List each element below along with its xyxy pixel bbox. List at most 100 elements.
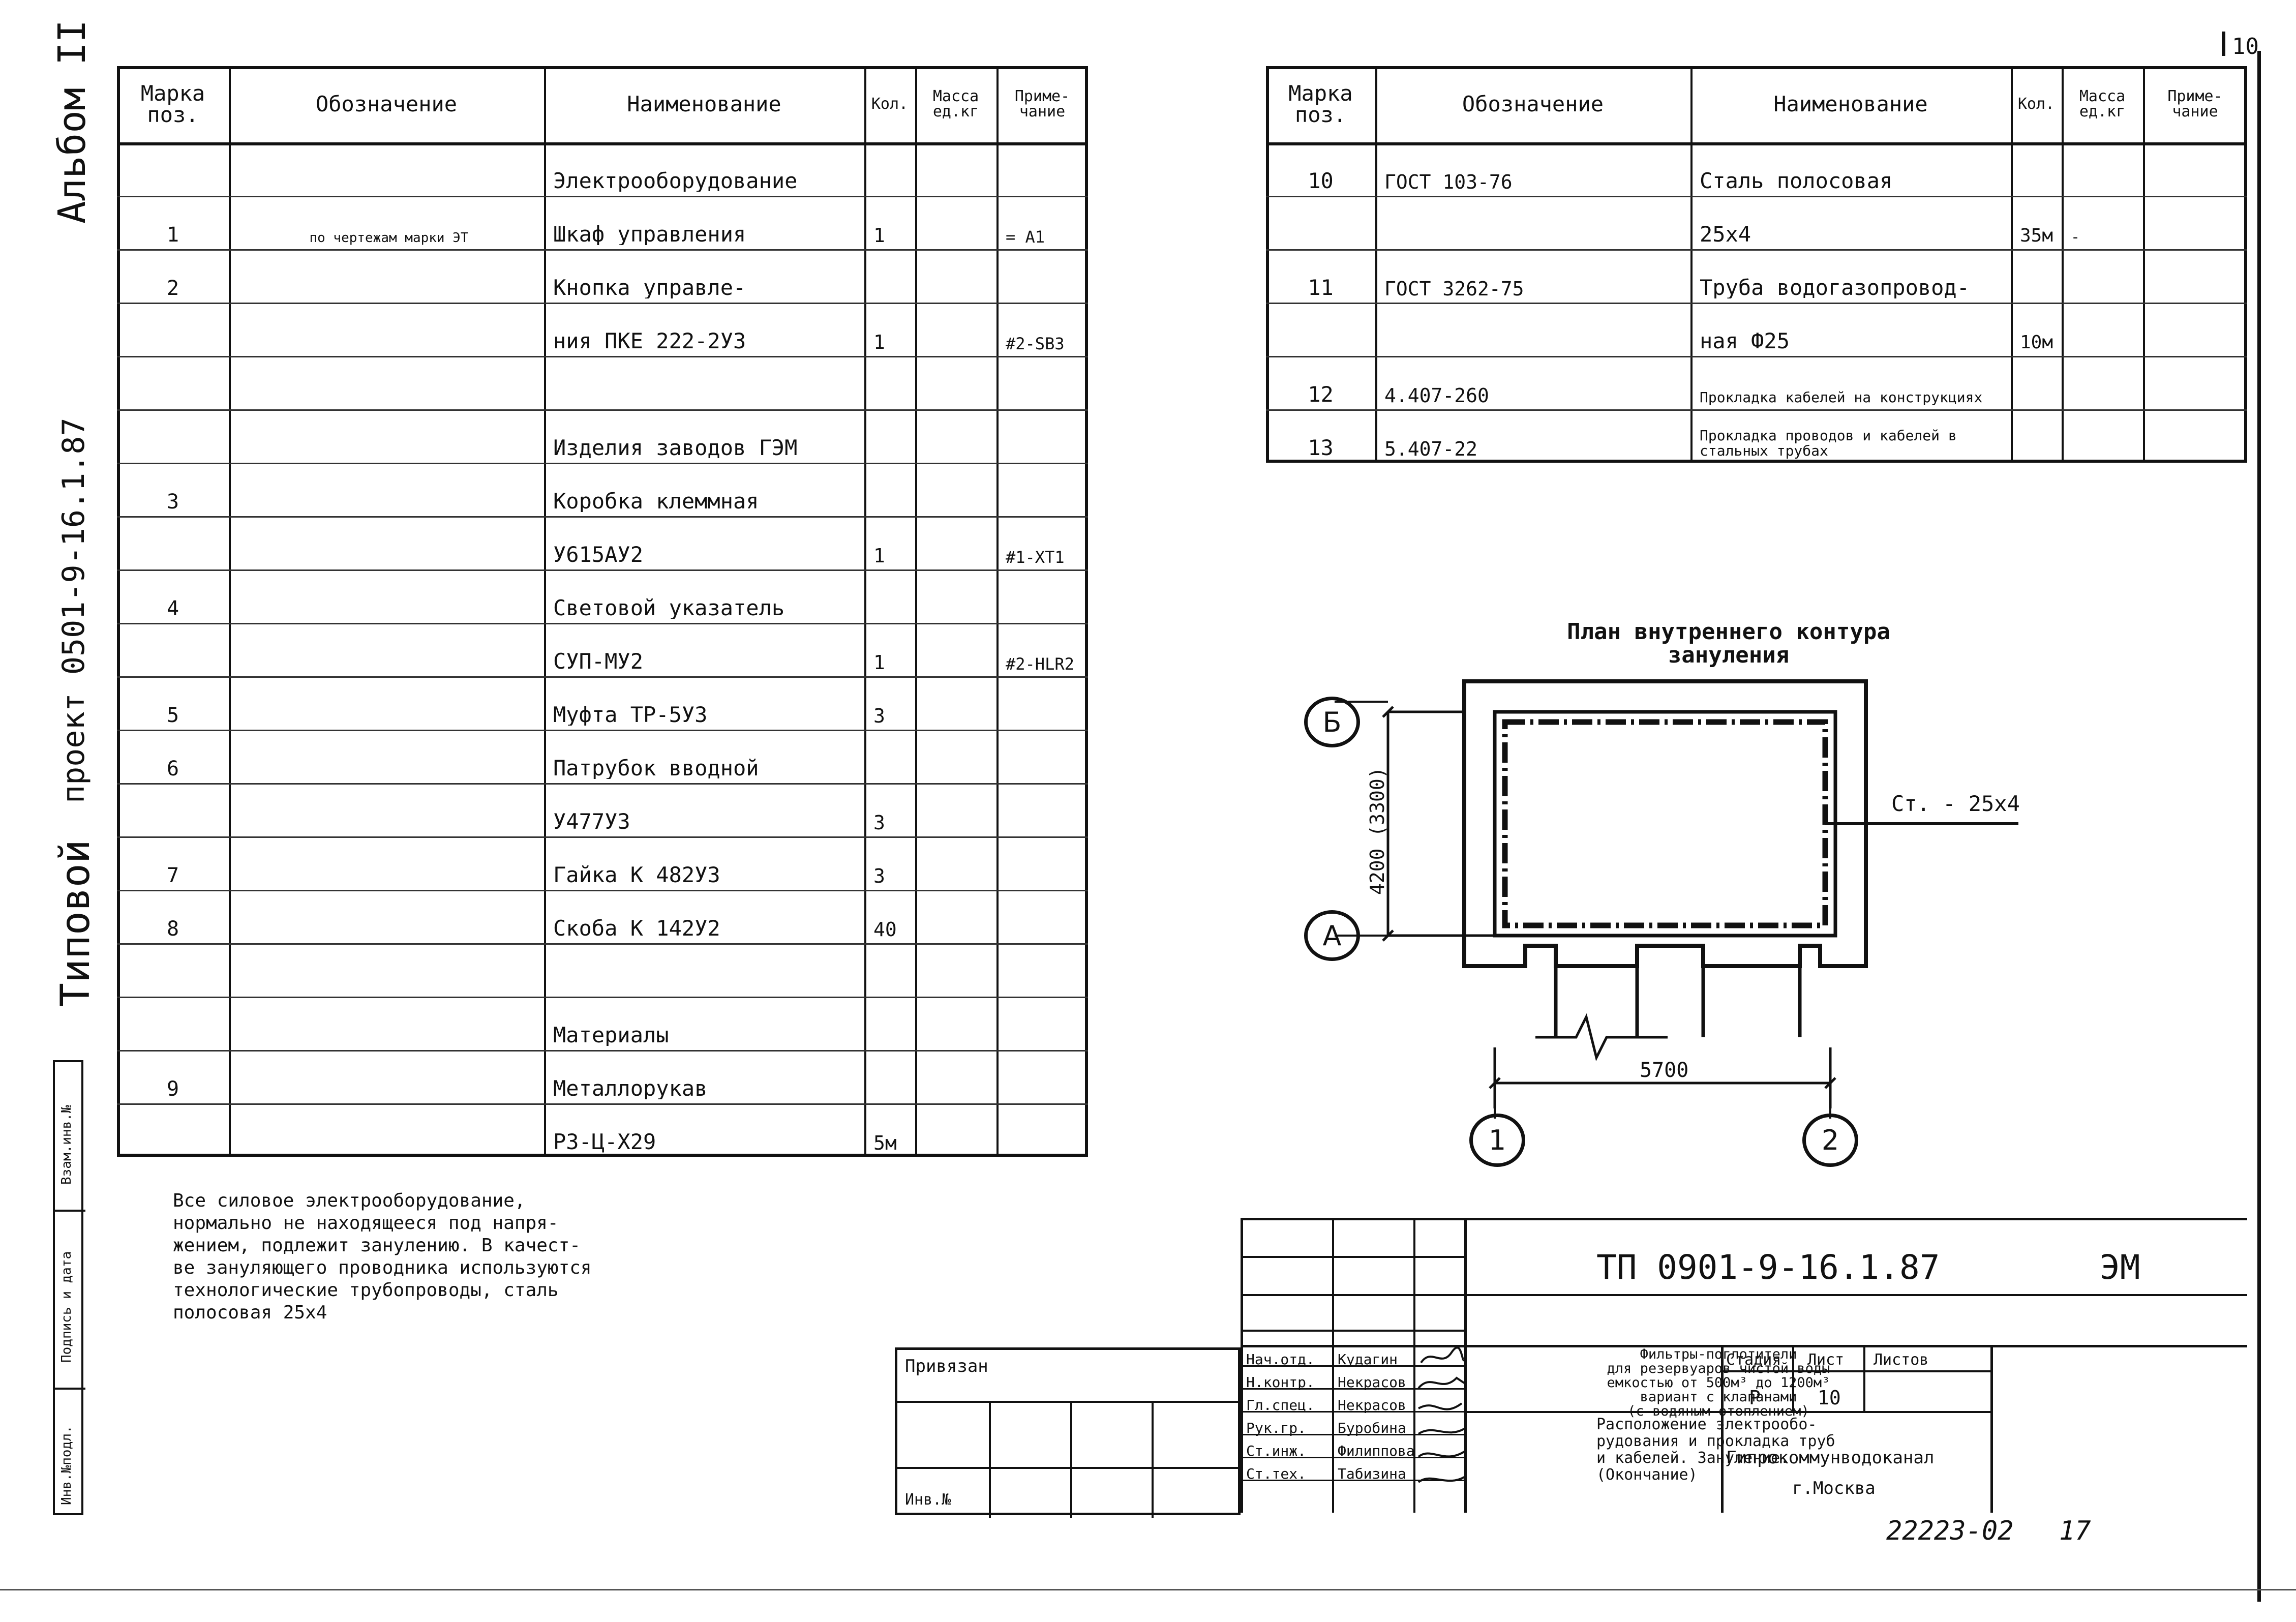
- table-cell: [1006, 356, 1084, 405]
- table-cell: [117, 303, 229, 352]
- table-cell: [2152, 142, 2243, 192]
- grounding-plan: [1335, 679, 2018, 1119]
- table-cell: [924, 997, 992, 1046]
- table-cell: У477У3: [553, 809, 630, 832]
- table-header-cell: Масса ед.кг: [2079, 87, 2126, 121]
- table-cell: [1266, 196, 1375, 245]
- table-cell: Сталь полосовая: [1700, 168, 1893, 192]
- sheet-right-border: [2257, 51, 2261, 1602]
- table-cell: Коробка клеммная: [553, 489, 759, 512]
- table-cell: [873, 356, 911, 405]
- table-cell: [1384, 196, 1686, 245]
- table-cell: [1006, 997, 1084, 1046]
- table-cell: [117, 623, 229, 672]
- column-divider: [1690, 66, 1693, 463]
- table-cell: 10м: [2020, 332, 2053, 352]
- table-cell: [924, 142, 992, 192]
- column-divider: [2062, 66, 2064, 463]
- signature-role: Н.контр.: [1246, 1374, 1315, 1391]
- table-cell: [924, 249, 992, 298]
- sheet-value: 10: [1818, 1387, 1841, 1409]
- row-divider: [117, 836, 1088, 838]
- table-cell: Муфта ТР-5У3: [553, 702, 708, 726]
- organization-name: Гипрокоммунводоканал: [1726, 1448, 1935, 1468]
- table-cell: [117, 516, 229, 565]
- table-cell: [2152, 249, 2243, 298]
- table-cell: по чертежам марки ЭТ: [309, 230, 469, 245]
- table-cell: [873, 142, 911, 192]
- table-header-cell: Приме- чание: [1014, 87, 1070, 121]
- archive-number: 22223-02: [1886, 1516, 2014, 1546]
- signature-name: Некрасов: [1338, 1397, 1406, 1414]
- sheet-line: и кабелей. Зануление.: [1596, 1449, 1790, 1467]
- table-cell: [2071, 409, 2139, 459]
- table-cell: Труба водогазопровод-: [1700, 275, 1970, 298]
- table-header-cell: Масса ед.кг: [932, 87, 979, 121]
- table-cell: [238, 569, 540, 619]
- table-cell: [924, 516, 992, 565]
- side-title-album: Альбом II: [50, 20, 94, 224]
- table-cell: [1006, 409, 1084, 459]
- table-cell: [238, 249, 540, 298]
- table-cell: 4: [166, 597, 179, 619]
- sheet-description: Расположение электрообо-рудования и прок…: [1596, 1416, 1851, 1483]
- table-cell: [2020, 142, 2058, 192]
- table-cell: 40: [873, 918, 897, 939]
- table-row: 3 Коробка клеммная: [117, 463, 1088, 516]
- row-divider: [117, 516, 1088, 518]
- page-number: 10: [2232, 34, 2259, 59]
- table-cell: 7: [166, 864, 179, 886]
- dimension-horizontal: 5700: [1640, 1059, 1689, 1082]
- table-cell: [924, 676, 992, 726]
- table-cell: [238, 730, 540, 779]
- table-row: Изделия заводов ГЭМ: [117, 409, 1088, 463]
- sheets-label: Листов: [1874, 1351, 1929, 1369]
- table-cell: [2020, 356, 2058, 405]
- table-cell: [924, 463, 992, 512]
- project-line: (с водяным отоплением): [1627, 1403, 1809, 1419]
- document-mark: ЭМ: [2100, 1248, 2140, 1287]
- table-cell: [2152, 409, 2243, 459]
- table-header-cell: Обозначение: [315, 92, 458, 116]
- table-cell: [1006, 463, 1084, 512]
- table-cell: 2: [166, 277, 179, 298]
- column-divider: [996, 66, 999, 1157]
- row-divider: [117, 1050, 1088, 1052]
- table-cell: Р3-Ц-Х29: [553, 1129, 656, 1153]
- table-cell: [1006, 569, 1084, 619]
- table-cell: 1: [873, 651, 885, 672]
- grounding-note: Все силовое электрооборудование,нормальн…: [173, 1190, 966, 1324]
- table-cell: 3: [166, 490, 179, 512]
- table-cell: Электрооборудование: [553, 168, 798, 192]
- table-cell: [924, 890, 992, 939]
- table-cell: [873, 997, 911, 1046]
- signature-name: Кудагин: [1338, 1351, 1398, 1368]
- table-cell: Кнопка управле-: [553, 275, 746, 298]
- table-cell: [924, 356, 992, 405]
- row-divider: [117, 196, 1088, 197]
- table-cell: [2020, 409, 2058, 459]
- table-cell: [1006, 836, 1084, 886]
- table-cell: Световой указатель: [553, 595, 785, 619]
- table-cell: [2152, 303, 2243, 352]
- table-cell: [924, 1050, 992, 1099]
- table-cell: 13: [1308, 435, 1334, 459]
- table-cell: 12: [1308, 382, 1334, 405]
- column-divider: [2143, 66, 2145, 463]
- row-divider: [117, 943, 1088, 945]
- table-border: [117, 66, 1088, 1157]
- table-cell: [1006, 1050, 1084, 1099]
- scan-edge: [0, 1589, 2296, 1590]
- table-cell: [1006, 676, 1084, 726]
- table-cell: [238, 463, 540, 512]
- table-cell: [924, 783, 992, 832]
- table-cell: [2152, 356, 2243, 405]
- header-divider: [1266, 142, 2247, 145]
